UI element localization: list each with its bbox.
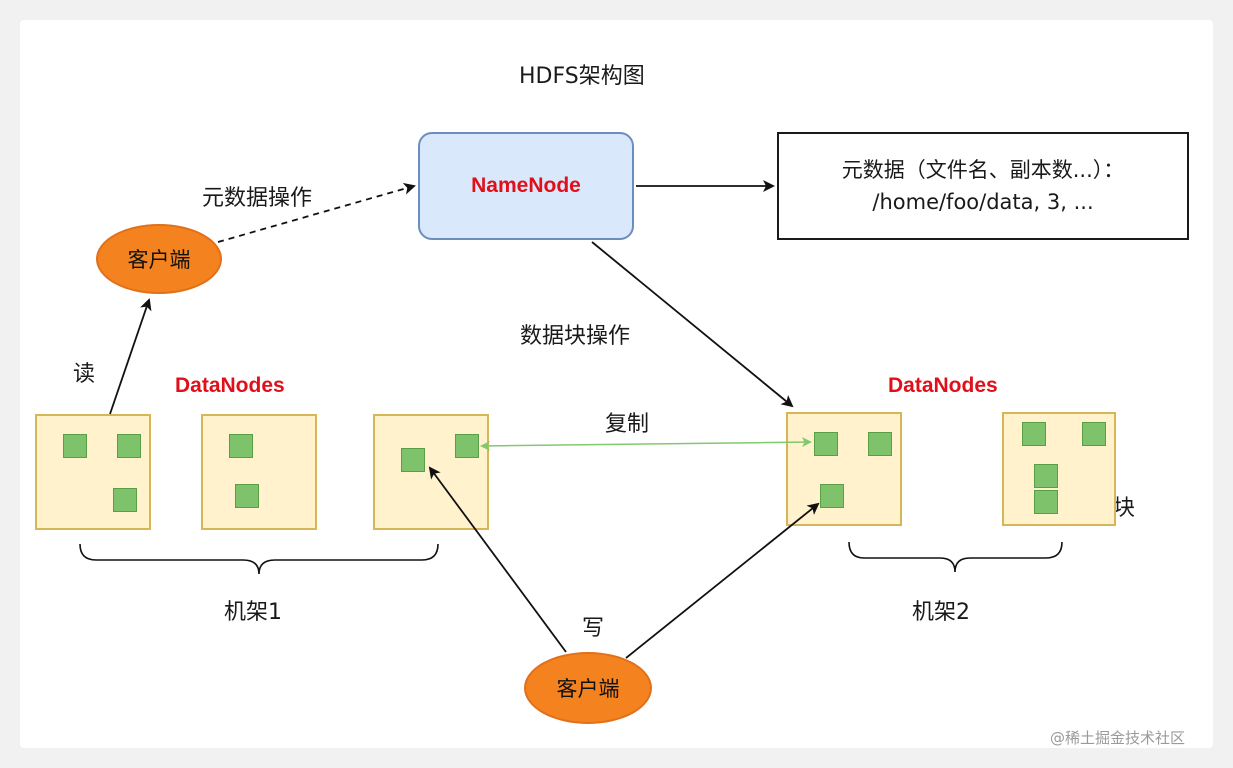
write-label: 写 bbox=[582, 616, 605, 641]
metadata-box: 元数据（文件名、副本数...）： /home/foo/data, 3, ... bbox=[777, 132, 1189, 240]
datanode-rack2-2 bbox=[1002, 412, 1116, 526]
data-block bbox=[1022, 422, 1046, 446]
client-bottom: 客户端 bbox=[524, 652, 652, 724]
datanode-rack1-2 bbox=[201, 414, 317, 530]
client-top: 客户端 bbox=[96, 224, 222, 294]
rack2-label: 机架2 bbox=[912, 600, 970, 625]
namenode-box: NameNode bbox=[418, 132, 634, 240]
data-block bbox=[229, 434, 253, 458]
data-block bbox=[1034, 464, 1058, 488]
client-bottom-label: 客户端 bbox=[556, 677, 620, 701]
data-block bbox=[814, 432, 838, 456]
replicate-label: 复制 bbox=[605, 412, 650, 437]
metadata-operation-label: 元数据操作 bbox=[202, 186, 313, 211]
data-block bbox=[63, 434, 87, 458]
data-block bbox=[455, 434, 479, 458]
datanode-rack2-1 bbox=[786, 412, 902, 526]
metadata-line-1: 元数据（文件名、副本数...）： bbox=[841, 158, 1125, 182]
watermark: @稀土掘金技术社区 bbox=[1050, 729, 1186, 747]
data-block bbox=[113, 488, 137, 512]
namenode-label: NameNode bbox=[471, 174, 581, 197]
diagram-title: HDFS架构图 bbox=[519, 64, 645, 89]
data-block bbox=[401, 448, 425, 472]
write-arrow-rack1 bbox=[428, 466, 567, 653]
data-block bbox=[820, 484, 844, 508]
data-block bbox=[1034, 490, 1058, 514]
data-block bbox=[1082, 422, 1106, 446]
data-block bbox=[235, 484, 259, 508]
rack1-label: 机架1 bbox=[224, 600, 282, 625]
replicate-arrow bbox=[480, 437, 812, 451]
rack2-datanodes-label: DataNodes bbox=[888, 374, 998, 397]
client-top-label: 客户端 bbox=[127, 248, 191, 272]
rack1-brace bbox=[79, 543, 439, 575]
datanode-rack1-1 bbox=[35, 414, 151, 530]
read-label: 读 bbox=[73, 362, 96, 387]
block-operation-label: 数据块操作 bbox=[520, 324, 631, 349]
read-arrow bbox=[109, 298, 152, 415]
metadata-operation-arrow bbox=[217, 182, 416, 243]
rack2-brace bbox=[848, 541, 1063, 573]
metadata-line-2: /home/foo/data, 3, ... bbox=[872, 190, 1094, 214]
data-block bbox=[117, 434, 141, 458]
write-arrow-rack2 bbox=[625, 502, 820, 659]
data-block bbox=[868, 432, 892, 456]
block-operation-arrow bbox=[591, 241, 794, 408]
rack1-datanodes-label: DataNodes bbox=[175, 374, 285, 397]
